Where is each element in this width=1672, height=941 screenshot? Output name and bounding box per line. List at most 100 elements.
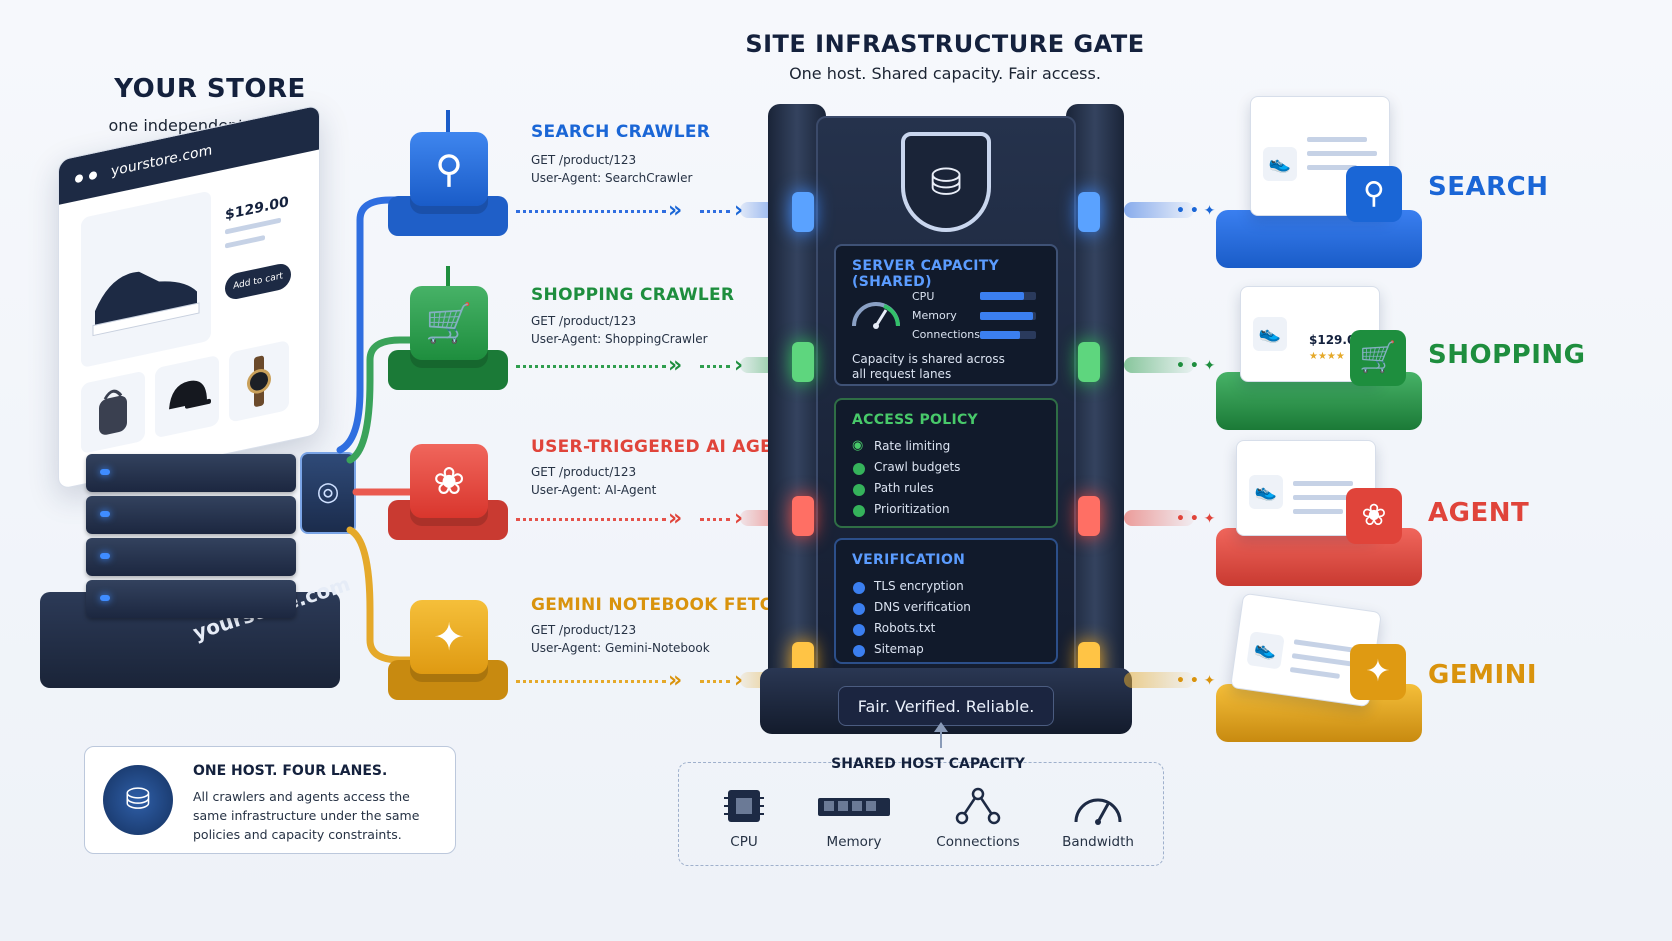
gate-motto: Fair. Verified. Reliable.	[838, 686, 1054, 726]
light-beam	[1124, 510, 1194, 526]
check-circle-icon	[853, 624, 865, 636]
capacity-label-connections: Connections	[912, 328, 980, 341]
access-item: Rate limiting	[874, 439, 951, 453]
cart-icon: 🛒	[425, 301, 473, 345]
sparkle-icon: ✦	[1350, 644, 1406, 700]
gate-title: SITE INFRASTRUCTURE GATE	[745, 30, 1145, 58]
dotted-arrow-icon: • • ✦	[1176, 358, 1216, 374]
up-arrow-icon	[940, 726, 942, 748]
access-policy-panel: ACCESS POLICY ◉ Rate limiting Crawl budg…	[834, 398, 1058, 528]
infrastructure-gate: ⛁ SERVER CAPACITY (SHARED) CPU Memory Co…	[760, 96, 1132, 736]
sneaker-icon: 👟	[1249, 475, 1283, 509]
destination-label-shopping: SHOPPING	[1428, 340, 1586, 370]
info-title: ONE HOST. FOUR LANES.	[193, 763, 388, 779]
capacity-bar-memory	[980, 312, 1036, 320]
speedometer-icon	[1074, 798, 1122, 825]
check-circle-icon	[853, 645, 865, 657]
capacity-fill-memory	[980, 312, 1034, 320]
destination-label-agent: AGENT	[1428, 498, 1530, 528]
globe-icon: ◎	[316, 477, 340, 507]
lane-useragent-shopping: User-Agent: ShoppingCrawler	[531, 332, 708, 346]
lane-light-shopping	[792, 342, 814, 382]
search-crawler-bot: ⚲	[410, 132, 488, 206]
capacity-item-cpu: CPU	[730, 834, 758, 850]
capacity-item-memory: Memory	[826, 834, 882, 850]
lane-light-agent	[792, 496, 814, 536]
cap-thumbnail	[155, 354, 219, 439]
flow-dots	[516, 210, 666, 213]
rating-stars-icon: ★★★★	[1309, 351, 1345, 362]
text-placeholder	[1307, 137, 1367, 142]
ram-stick-icon	[818, 798, 890, 816]
lane-request-search: GET /product/123	[531, 153, 637, 167]
text-placeholder	[225, 235, 265, 249]
flow-dots	[516, 518, 666, 521]
magnifier-icon: ⚲	[1346, 166, 1402, 222]
sparkle-icon: ✦	[433, 615, 465, 659]
connections-icon	[948, 786, 1008, 826]
flow-dots	[700, 365, 730, 368]
check-circle-icon	[853, 582, 865, 594]
light-beam	[1124, 357, 1194, 373]
server-capacity-panel: SERVER CAPACITY (SHARED) CPU Memory Conn…	[834, 244, 1058, 386]
lane-useragent-search: User-Agent: SearchCrawler	[531, 171, 693, 185]
text-placeholder	[1289, 667, 1340, 679]
capacity-item-bandwidth: Bandwidth	[1062, 834, 1134, 850]
network-nodes-icon	[955, 787, 1001, 825]
memory-icon	[814, 786, 894, 826]
antenna-icon	[446, 110, 450, 132]
verification-item: Robots.txt	[874, 621, 936, 635]
cpu-icon	[714, 786, 774, 826]
lane-light-agent	[1078, 496, 1100, 536]
server-led-icon	[100, 469, 110, 475]
check-circle-icon	[853, 603, 865, 615]
chevron-right-icon: »	[668, 198, 683, 223]
flow-dots	[700, 518, 730, 521]
flow-dots	[700, 680, 730, 683]
access-item: Prioritization	[874, 502, 950, 516]
lane-title-search: SEARCH CRAWLER	[531, 122, 711, 142]
chevron-right-icon: »	[668, 506, 683, 531]
check-circle-icon	[853, 505, 865, 517]
lane-light-shopping	[1078, 342, 1100, 382]
cart-icon: 🛒	[1350, 330, 1406, 386]
capacity-bar-cpu	[980, 292, 1036, 300]
shared-capacity-box	[678, 762, 1164, 866]
verification-item: TLS encryption	[874, 579, 964, 593]
window-dot-icon	[89, 170, 97, 181]
dotted-arrow-icon: • • ✦	[1176, 511, 1216, 527]
store-title: YOUR STORE	[114, 74, 306, 104]
text-placeholder	[1307, 165, 1357, 170]
add-to-cart-button[interactable]: Add to cart	[225, 261, 291, 302]
access-item: Path rules	[874, 481, 934, 495]
arrowhead-icon	[934, 722, 948, 732]
server-unit	[86, 580, 296, 618]
lane-title-gemini: GEMINI NOTEBOOK FETCHER	[531, 595, 813, 615]
text-placeholder	[1293, 481, 1353, 486]
check-circle-icon	[853, 463, 865, 475]
chevron-right-icon: ›	[734, 506, 744, 531]
capacity-item-connections: Connections	[936, 834, 1020, 850]
lane-request-shopping: GET /product/123	[531, 314, 637, 328]
ai-agent-bot: ❀	[410, 444, 488, 518]
server-unit	[86, 454, 296, 492]
flow-dots	[516, 365, 666, 368]
light-beam	[1124, 672, 1194, 688]
product-image	[81, 190, 211, 369]
text-placeholder	[1293, 639, 1354, 653]
cap-icon	[169, 380, 211, 410]
verification-panel: VERIFICATION TLS encryption DNS verifica…	[834, 538, 1058, 664]
sneaker-icon: 👟	[1246, 631, 1285, 670]
chevron-right-icon: ›	[734, 353, 744, 378]
destination-label-search: SEARCH	[1428, 172, 1549, 202]
shield-database-icon: ⛁	[901, 132, 991, 232]
watch-icon	[247, 355, 271, 407]
flow-dots	[700, 210, 730, 213]
verification-panel-title: VERIFICATION	[852, 552, 966, 568]
cpu-chip-icon	[724, 790, 764, 822]
store-server: yourstore.com	[40, 432, 353, 690]
backpack-icon	[99, 389, 127, 435]
server-unit	[86, 496, 296, 534]
shopping-crawler-bot: 🛒	[410, 286, 488, 360]
chevron-right-icon: ›	[734, 668, 744, 693]
